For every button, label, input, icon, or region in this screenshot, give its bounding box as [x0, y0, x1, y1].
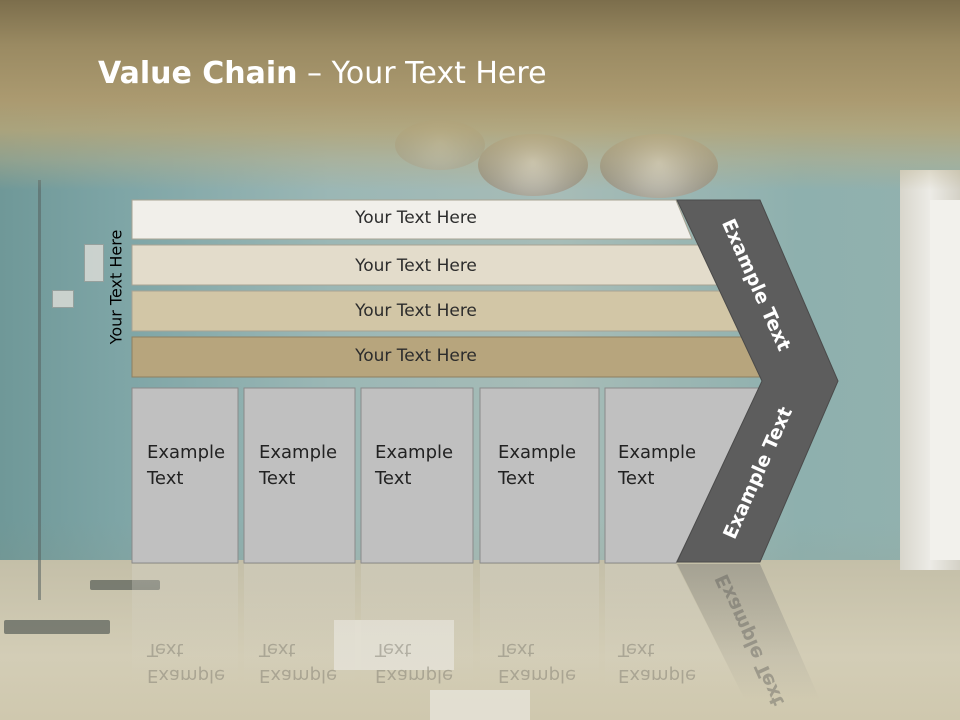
title-rest: – Your Text Here [297, 56, 547, 91]
background-door [930, 200, 960, 560]
title-bold: Value Chain [98, 56, 298, 91]
activity-column-2 [243, 387, 356, 564]
margin-chevron [676, 199, 839, 563]
title-band [0, 0, 960, 190]
bar-label-1: Your Text Here [355, 208, 477, 228]
background-cart [430, 690, 530, 720]
bar-label-4: Your Text Here [355, 346, 477, 366]
column-reflection [132, 564, 238, 684]
column-text-line: Text [147, 468, 184, 489]
column-text-line: Text [498, 468, 535, 489]
column-text-line: Example [259, 442, 338, 463]
column-reflection [605, 564, 740, 690]
column-text-line: Text [618, 468, 655, 489]
column-text-line: Text [375, 468, 412, 489]
column-text-line: Example [618, 442, 697, 463]
background-stand-base [90, 580, 160, 590]
bar-label-2: Your Text Here [355, 256, 477, 276]
slide-title: Value Chain – Your Text Here [98, 54, 547, 94]
bar-label-3: Your Text Here [355, 301, 477, 321]
column-text-line: Example [498, 442, 577, 463]
activity-column-5 [604, 387, 763, 564]
column-text-line: Example [375, 442, 454, 463]
chevron-reflection [677, 564, 820, 700]
column-reflection [361, 564, 473, 684]
column-reflection [480, 564, 599, 684]
background-wall-outlet [52, 290, 74, 308]
column-reflection [244, 564, 355, 684]
background-stand-base [4, 620, 110, 634]
column-text-line: Text [259, 468, 296, 489]
background-wall-outlet [84, 244, 104, 282]
column-text-line: Example [147, 442, 226, 463]
value-bar-1 [131, 199, 693, 240]
activity-column-4 [479, 387, 600, 564]
activity-column-1 [131, 387, 239, 564]
background-iv-pole [38, 180, 41, 600]
activity-column-3 [360, 387, 474, 564]
